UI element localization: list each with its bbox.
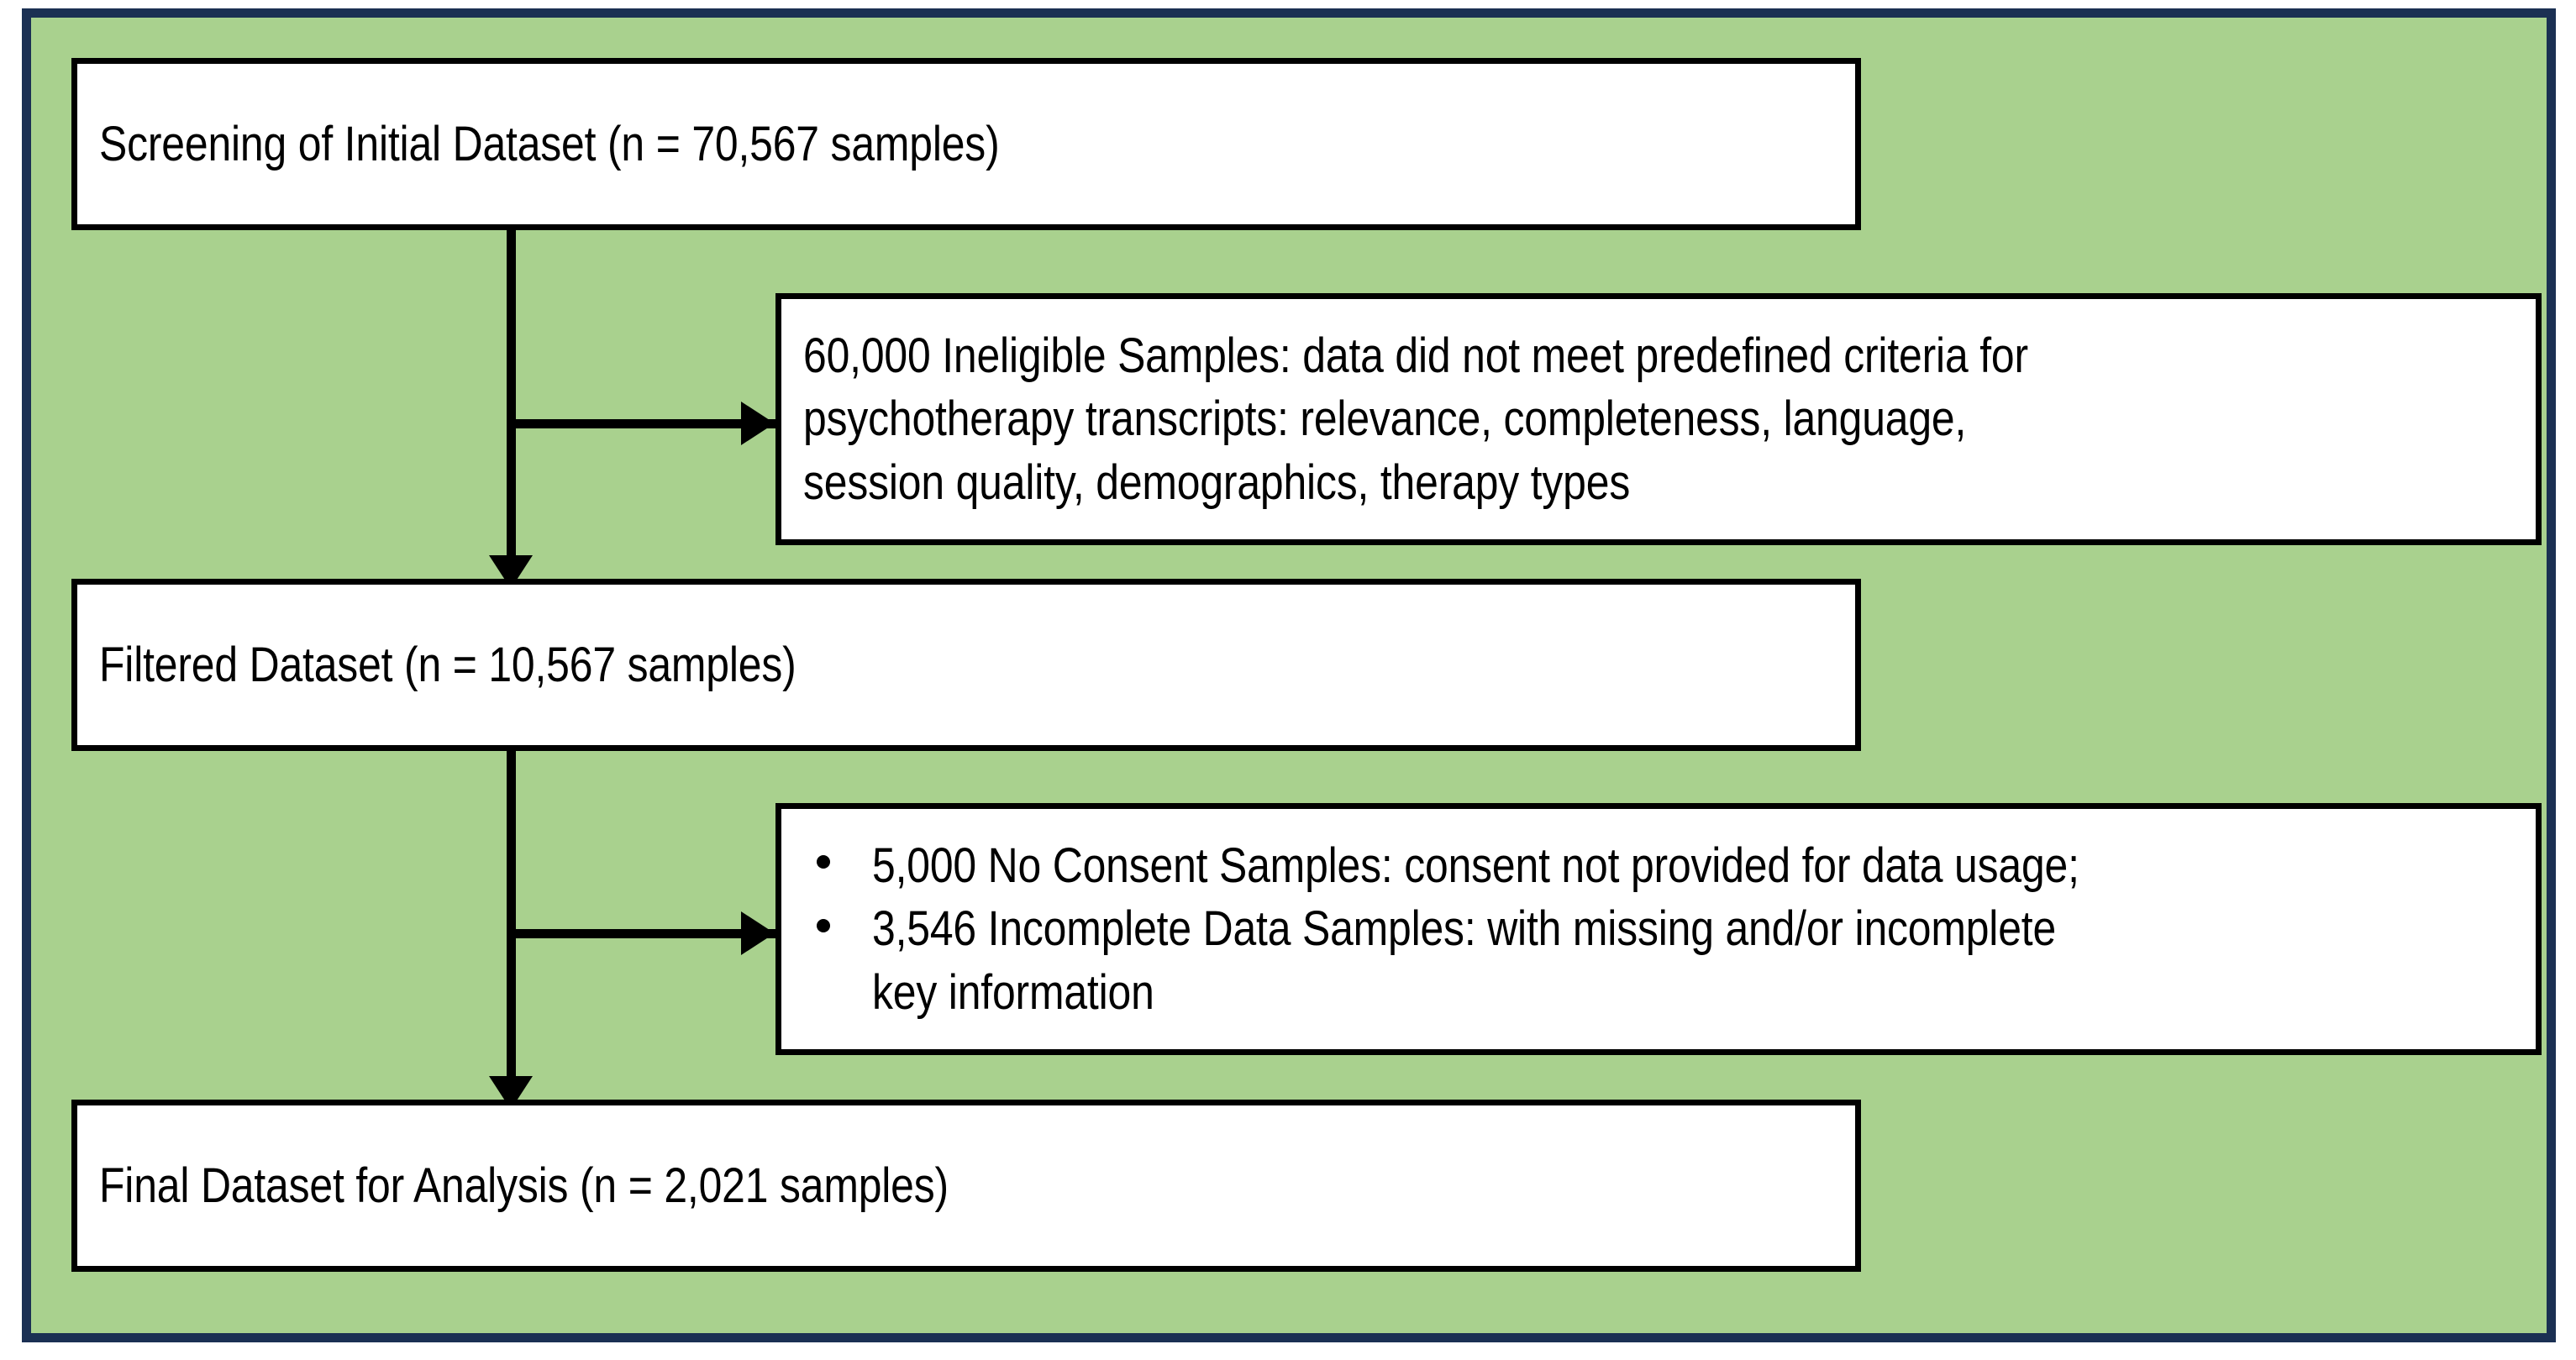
bullet-dot-icon	[817, 918, 830, 932]
flowchart-canvas: Screening of Initial Dataset (n = 70,567…	[31, 18, 2547, 1333]
figure-outer-frame: Screening of Initial Dataset (n = 70,567…	[22, 8, 2556, 1342]
exclusion-bullet-1-line-1: 5,000 No Consent Samples: consent not pr…	[872, 838, 2079, 893]
connector-filtered-to-final-line	[507, 748, 516, 1084]
exclusion-bullet-2-line-2: key information	[872, 964, 1154, 1020]
node-ineligible-line-3: session quality, demographics, therapy t…	[803, 454, 1631, 510]
exclusion-bullet-2-line-1: 3,546 Incomplete Data Samples: with miss…	[872, 901, 2057, 957]
node-ineligible-samples[interactable]: 60,000 Ineligible Samples: data did not …	[775, 293, 2542, 545]
node-ineligible-line-2: psychotherapy transcripts: relevance, co…	[803, 391, 1967, 447]
node-screening-of-initial-dataset[interactable]: Screening of Initial Dataset (n = 70,567…	[71, 58, 1861, 230]
node-ineligible-text: 60,000 Ineligible Samples: data did not …	[803, 324, 2514, 514]
node-ineligible-line-1: 60,000 Ineligible Samples: data did not …	[803, 328, 2028, 383]
exclusion-bullet-item-2: 3,546 Incomplete Data Samples: with miss…	[803, 897, 2514, 1024]
arrowhead-screening-to-ineligible	[741, 402, 775, 445]
exclusion-bullet-item-1: 5,000 No Consent Samples: consent not pr…	[803, 834, 2514, 897]
node-exclusion-samples[interactable]: 5,000 No Consent Samples: consent not pr…	[775, 803, 2542, 1055]
arrowhead-filtered-to-exclusions	[741, 911, 775, 955]
node-final-dataset-for-analysis[interactable]: Final Dataset for Analysis (n = 2,021 sa…	[71, 1100, 1861, 1272]
connector-filtered-to-exclusions-line	[507, 929, 775, 938]
node-screening-label: Screening of Initial Dataset (n = 70,567…	[99, 116, 1000, 171]
node-filtered-label: Filtered Dataset (n = 10,567 samples)	[99, 637, 796, 692]
node-final-label: Final Dataset for Analysis (n = 2,021 sa…	[99, 1158, 949, 1213]
exclusion-bullet-list: 5,000 No Consent Samples: consent not pr…	[803, 834, 2514, 1024]
connector-screening-to-ineligible-line	[507, 419, 775, 428]
bullet-dot-icon	[817, 855, 830, 869]
connector-screening-to-filtered-line	[507, 228, 516, 564]
node-filtered-dataset[interactable]: Filtered Dataset (n = 10,567 samples)	[71, 579, 1861, 751]
